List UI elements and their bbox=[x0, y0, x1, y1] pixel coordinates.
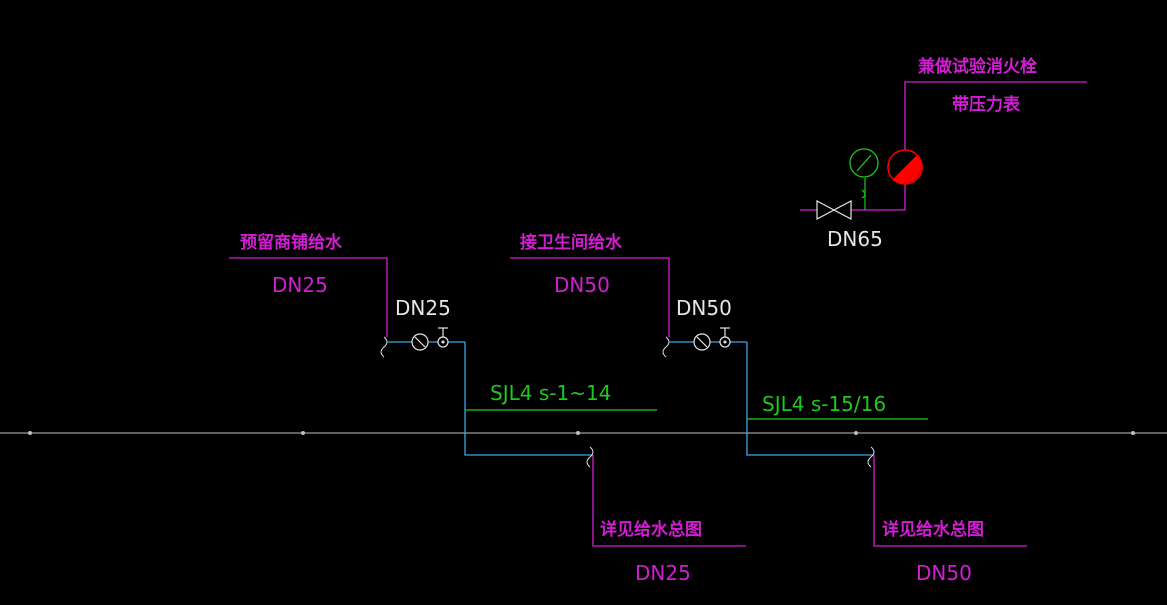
water-meter-icon bbox=[411, 333, 429, 351]
label-branch-dn-1: DN25 bbox=[395, 296, 451, 320]
pipe-hydrant-leader bbox=[800, 81, 1087, 211]
pipe-break-mark bbox=[586, 446, 594, 468]
label-riser-2: SJL4 s-15/16 bbox=[762, 392, 886, 416]
fire-hydrant-icon bbox=[887, 149, 923, 185]
pipe-break-mark bbox=[867, 446, 875, 468]
pressure-gauge-icon bbox=[849, 148, 879, 210]
pipe-to-main-left bbox=[592, 455, 746, 547]
label-test-hydrant: 兼做试验消火栓 bbox=[918, 56, 1037, 77]
pipe-toilet bbox=[510, 257, 670, 337]
gate-valve-icon bbox=[437, 327, 449, 348]
label-valve-dn: DN65 bbox=[827, 227, 883, 251]
pipe-down-right bbox=[746, 342, 874, 456]
label-see-main-dn-2: DN50 bbox=[916, 561, 972, 585]
pipe-reserve-shop bbox=[229, 257, 388, 337]
label-riser-1: SJL4 s-1~14 bbox=[490, 381, 611, 405]
pipe-to-main-right bbox=[873, 455, 1027, 547]
water-meter-icon bbox=[693, 333, 711, 351]
butterfly-valve-icon bbox=[816, 200, 852, 220]
label-reserve-shop: 预留商铺给水 bbox=[240, 232, 343, 253]
label-see-main-2: 详见给水总图 bbox=[882, 519, 984, 540]
label-toilet-dn: DN50 bbox=[554, 273, 610, 297]
branch-left: 预留商铺给水 DN25 DN25 SJL4 s-1~14 详见给水总图 DN25 bbox=[229, 232, 746, 585]
pipe-down-left bbox=[464, 342, 593, 456]
test-hydrant-assembly: 兼做试验消火栓 带压力表 DN65 bbox=[800, 56, 1087, 251]
label-see-main-1: 详见给水总图 bbox=[600, 519, 702, 540]
pipe-break-mark bbox=[380, 336, 388, 358]
label-with-gauge: 带压力表 bbox=[952, 94, 1021, 115]
branch-right: 接卫生间给水 DN50 DN50 SJL4 s-15/16 详见给水总图 DN5… bbox=[510, 232, 1027, 585]
label-reserve-shop-dn: DN25 bbox=[272, 273, 328, 297]
gate-valve-icon bbox=[719, 327, 731, 348]
reference-axis bbox=[0, 431, 1167, 435]
label-see-main-dn-1: DN25 bbox=[635, 561, 691, 585]
pipe-break-mark bbox=[662, 336, 670, 358]
label-branch-dn-2: DN50 bbox=[676, 296, 732, 320]
label-toilet: 接卫生间给水 bbox=[520, 232, 623, 253]
